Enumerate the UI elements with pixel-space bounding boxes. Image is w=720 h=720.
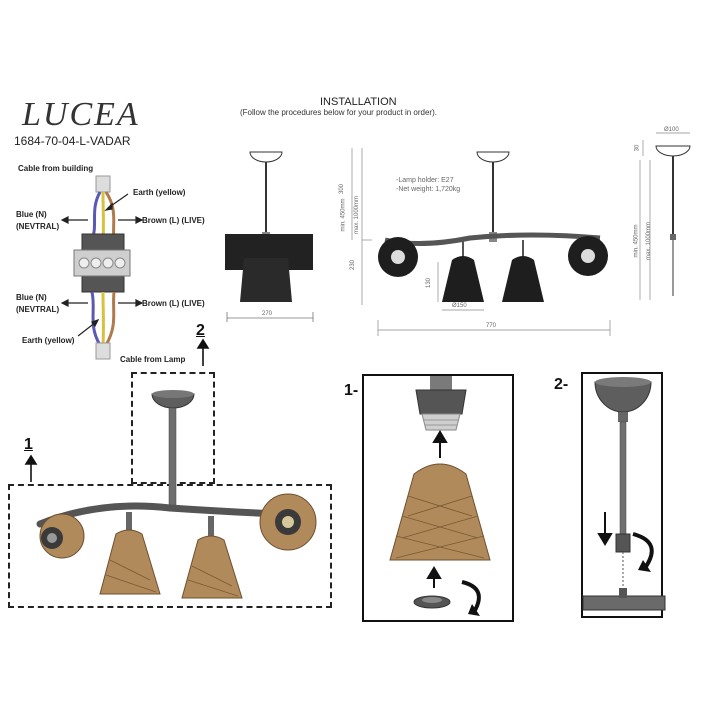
- detail-rod-joint: [615, 533, 631, 553]
- label-cable-from-building: Cable from building: [18, 164, 94, 173]
- suspension-rod: [168, 407, 177, 507]
- detail-rotate-icon: [632, 532, 654, 570]
- step1-marker: 1: [24, 436, 33, 453]
- detail-step1-drawing: [389, 376, 491, 616]
- installation-subtitle: (Follow the procedures below for your pr…: [240, 108, 437, 117]
- label-blue-bottom: Blue (N): [16, 293, 47, 302]
- step2-marker: 2: [196, 322, 205, 339]
- rattan-shade-center-left: [99, 529, 161, 595]
- detail-step1-label: 1-: [344, 382, 359, 399]
- installation-title: INSTALLATION: [320, 96, 397, 108]
- wiring-drawing: [60, 175, 144, 360]
- label-neutral-bottom: (NEVTRAL): [16, 305, 60, 314]
- dim-side-width: 270: [262, 311, 273, 317]
- spec-net-weight: -Net weight: 1,720kg: [396, 186, 461, 193]
- detail-rattan-shade: [389, 463, 491, 561]
- label-blue-top: Blue (N): [16, 210, 47, 219]
- detail-rod: [619, 421, 627, 547]
- detail-canopy: [594, 381, 652, 413]
- front-view: [351, 148, 611, 336]
- side-view: [225, 151, 314, 322]
- wiring-diagram: Cable from building Earth (yellow) Blue …: [0, 150, 220, 370]
- label-cable-from-lamp: Cable from Lamp: [120, 355, 186, 364]
- rattan-shade-center-right: [181, 535, 243, 599]
- rotate-icon: [461, 580, 481, 614]
- step2-arrow-icon: [196, 338, 210, 349]
- detail-arm: [582, 595, 666, 611]
- down-arrow-icon: [597, 533, 613, 546]
- blue-wire-bottom: [90, 291, 102, 346]
- step1-arrow-icon: [24, 454, 38, 465]
- brown-wire-bottom: [104, 291, 116, 346]
- label-brown-top: Brown (L) (LIVE): [142, 216, 205, 225]
- canopy-view: [639, 132, 691, 300]
- spec-lamp-holder: -Lamp holder: E27: [396, 177, 454, 184]
- front-shade-center-left: [442, 256, 484, 302]
- cable-sleeve-bottom: [95, 342, 111, 360]
- detail-step1-panel: [362, 374, 514, 622]
- brand-logo: LUCEA: [22, 96, 140, 133]
- dim-shade-diameter: Ø150: [452, 303, 467, 309]
- lamp-socket: [415, 389, 467, 415]
- label-earth-top: Earth (yellow): [133, 188, 186, 197]
- label-neutral-top: (NEVTRAL): [16, 222, 60, 231]
- detail-step2-drawing: [582, 377, 666, 611]
- label-brown-bottom: Brown (L) (LIVE): [142, 299, 205, 308]
- detail-step2-panel: [581, 372, 666, 618]
- product-code: 1684-70-04-L-VADAR: [14, 134, 131, 148]
- detail-step2-label: 2-: [554, 376, 569, 393]
- lamp-arm: [36, 502, 284, 528]
- side-shade-front: [240, 258, 292, 302]
- label-earth-bottom: Earth (yellow): [22, 336, 75, 345]
- front-shade-center-right: [502, 256, 544, 302]
- dim-front-width: 770: [486, 323, 497, 329]
- dim-canopy-diameter: Ø100: [664, 127, 679, 133]
